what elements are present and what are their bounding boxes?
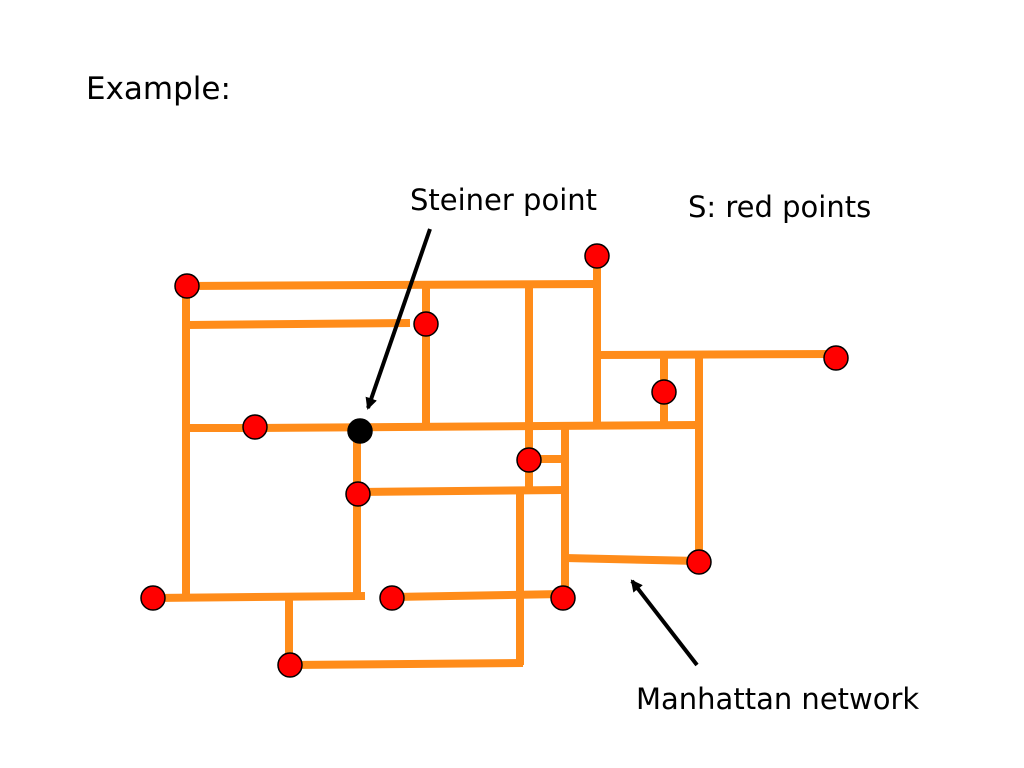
- terminal-point: [686, 549, 712, 575]
- terminal-point: [379, 585, 405, 611]
- network-arrow: [630, 579, 699, 667]
- terminal-point: [345, 481, 371, 507]
- terminal-point: [242, 414, 268, 440]
- network-edge: [289, 659, 524, 669]
- terminal-point: [174, 273, 200, 299]
- terminal-point: [140, 585, 166, 611]
- steiner-point-arrow: [365, 228, 432, 410]
- network-edge: [357, 486, 566, 496]
- terminal-point: [516, 447, 542, 473]
- network-edge: [596, 350, 837, 359]
- terminal-point: [823, 345, 849, 371]
- legend-label: S: red points: [688, 190, 871, 224]
- network-edge: [186, 280, 598, 290]
- network-edge: [254, 421, 698, 432]
- steiner-point-label: Steiner point: [410, 183, 597, 217]
- terminal-point: [413, 311, 439, 337]
- network-edge: [186, 319, 411, 329]
- network-edge: [391, 590, 564, 601]
- terminal-point: [651, 379, 677, 405]
- terminal-points: [140, 243, 849, 678]
- network-edges: [152, 256, 837, 669]
- terminal-point: [550, 585, 576, 611]
- terminal-point: [584, 243, 610, 269]
- terminal-point: [277, 652, 303, 678]
- steiner-point: [347, 418, 373, 444]
- slide-title: Example:: [86, 71, 231, 107]
- network-edge: [564, 554, 700, 565]
- manhattan-network-label: Manhattan network: [636, 682, 919, 716]
